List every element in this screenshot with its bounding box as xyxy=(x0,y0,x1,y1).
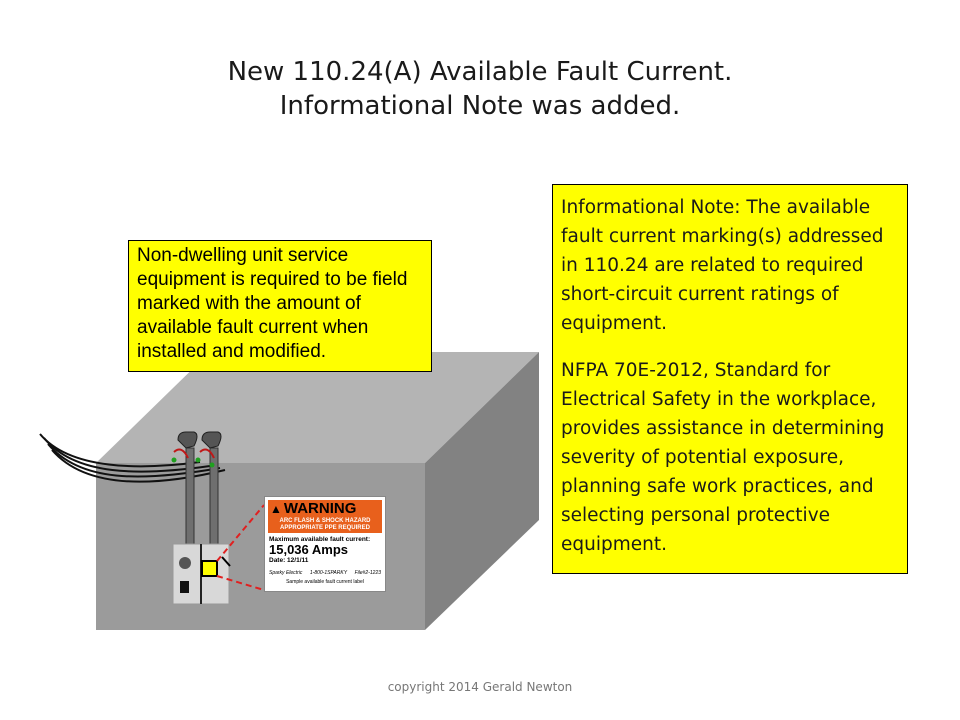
non-dwelling-callout: Non-dwelling unit service equipment is r… xyxy=(128,240,432,372)
warning-hazard-line2: APPROPRIATE PPE REQUIRED xyxy=(280,525,370,531)
slide-title-line2: Informational Note was added. xyxy=(279,91,681,121)
warning-phone: 1-800-1SPARKY xyxy=(309,570,348,576)
service-disconnect xyxy=(172,543,231,605)
non-dwelling-callout-text: Non-dwelling unit service equipment is r… xyxy=(137,245,408,362)
meter-dial-icon xyxy=(179,557,191,569)
warning-label: ▲ WARNING ARC FLASH & SHOCK HAZARD APPRO… xyxy=(264,496,386,592)
nfpa-70e-text: NFPA 70E-2012, Standard for Electrical S… xyxy=(561,360,885,555)
switch-handle-icon xyxy=(180,581,189,593)
slide-title-line1: New 110.24(A) Available Fault Current. xyxy=(227,57,733,87)
warning-label-caption: Sample available fault current label xyxy=(286,579,364,585)
copyright-notice: copyright 2014 Gerald Newton xyxy=(387,680,573,694)
warning-label-header: ▲ WARNING xyxy=(268,500,382,518)
warning-triangle-icon: ▲ xyxy=(270,502,282,516)
marking-highlight xyxy=(201,560,218,577)
warning-max-label: Maximum available fault current: xyxy=(269,536,371,543)
service-cables xyxy=(39,433,226,483)
warning-label-heading: WARNING xyxy=(283,500,357,517)
warning-date: Date: 12/1/11 xyxy=(269,557,309,564)
warning-hazard-band: ARC FLASH & SHOCK HAZARD APPROPRIATE PPE… xyxy=(268,518,382,533)
label-pointer-lines xyxy=(216,504,265,591)
warning-company: Sparky Electric xyxy=(269,570,303,576)
box-side-face xyxy=(425,352,539,630)
informational-note-text: Informational Note: The available fault … xyxy=(561,197,884,334)
warning-amps-value: 15,036 Amps xyxy=(269,542,349,557)
slide-title: New 110.24(A) Available Fault Current. I… xyxy=(0,55,960,123)
warning-file: File#2-1223 xyxy=(354,570,381,576)
conduit-masts xyxy=(171,431,222,545)
warning-label-footer: Sparky Electric 1-800-1SPARKY File#2-122… xyxy=(269,570,381,576)
warning-hazard-line1: ARC FLASH & SHOCK HAZARD xyxy=(279,518,371,524)
informational-note-callout: Informational Note: The available fault … xyxy=(552,184,908,574)
